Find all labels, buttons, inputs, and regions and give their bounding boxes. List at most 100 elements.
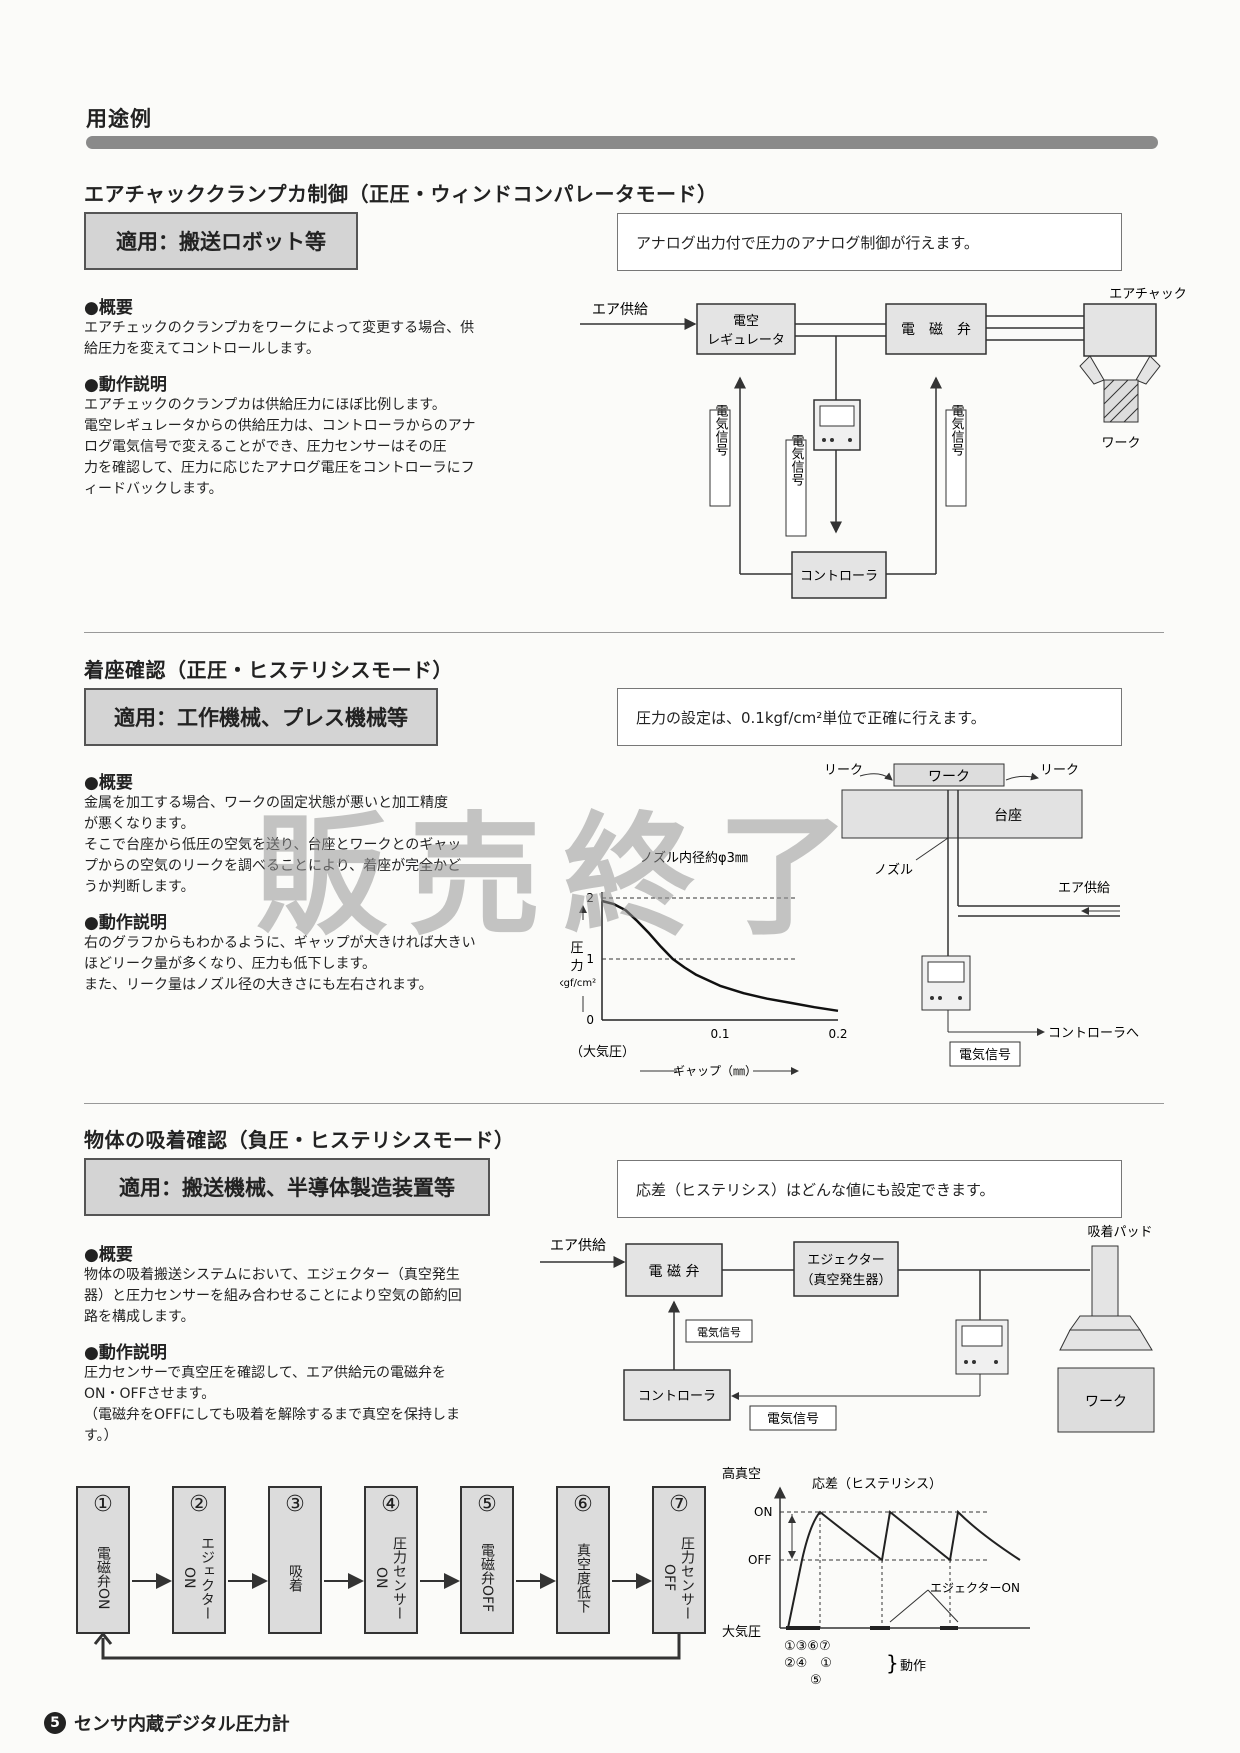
discontinued-watermark: 販売終了 — [255, 800, 871, 954]
section2-heading: 着座確認（正圧・ヒステリシスモード） — [84, 658, 453, 682]
flow-step: ⑦ 圧力センサーOFF — [652, 1486, 706, 1634]
signal-label: 電気信号 — [959, 1047, 1011, 1063]
flow-step-label: 電磁弁ON — [95, 1546, 111, 1610]
text-line: エアチェックのクランプカをワークによって変更する場合、供 — [84, 320, 475, 336]
title-rule — [86, 136, 1158, 149]
flow-step: ① 電磁弁ON — [76, 1486, 130, 1634]
brace: } — [886, 1651, 899, 1675]
text-line: エアチェックのクランプカは供給圧力にほぼ比例します。 — [84, 397, 446, 413]
flow-sequence: ① 電磁弁ON ② エジェクターON ③ 吸着 ④ 圧力センサーON ⑤ 電磁弁… — [76, 1486, 716, 1666]
ejector-label-1: エジェクター — [807, 1253, 884, 1268]
origin-note: （大気圧） — [570, 1044, 635, 1060]
signal-right-label: 電気信号 — [949, 404, 965, 456]
air-supply-label: エア供給 — [592, 302, 648, 318]
flow-step-label: 圧力センサーON — [373, 1536, 407, 1620]
controller-box — [791, 551, 887, 599]
text-line: プからの空気のリークを調べることにより、着座が完全かど — [84, 858, 462, 874]
flow-step: ④ 圧力センサーON — [364, 1486, 418, 1634]
pressure-curve — [601, 899, 839, 1013]
page-number-badge: 5 — [44, 1712, 66, 1734]
regulator-label-1: 電空 — [733, 314, 759, 329]
atmospheric-label: 大気圧 — [722, 1624, 761, 1640]
flow-step: ② エジェクターON — [172, 1486, 226, 1634]
flow-step: ⑤ 電磁弁OFF — [460, 1486, 514, 1634]
flow-step-number: ③ — [285, 1492, 305, 1517]
section1-note: アナログ出力付で圧力のアナログ制御が行えます。 — [617, 213, 1122, 271]
chuck-label: エアチャック — [1109, 287, 1187, 302]
section-divider — [84, 632, 1164, 633]
work-label: ワーク — [928, 769, 970, 785]
off-level-label: OFF — [748, 1553, 771, 1567]
vacuum-curve — [787, 1509, 1021, 1629]
chuck-body — [1083, 303, 1157, 357]
signal-up-box — [685, 1319, 753, 1343]
controller-box — [623, 1369, 731, 1421]
overview-title: ●概要 — [84, 773, 133, 793]
controller-label: コントローラ — [638, 1389, 716, 1404]
text-line: 路を構成します。 — [84, 1309, 195, 1325]
operation-text: エアチェックのクランプカは供給圧力にほぼ比例します。 電空レギュレータからの供給… — [84, 395, 514, 500]
signal-label-box-mid — [785, 439, 807, 537]
text-line: 器）と圧力センサーを組み合わせることにより空気の節約回 — [84, 1288, 462, 1304]
ejector-box — [793, 1241, 899, 1297]
section2-diagram: リーク ワーク リーク 台座 ノズル エア供給 コントローラへ 電気信号 — [824, 763, 1139, 1067]
action-label: 動作 — [900, 1659, 926, 1674]
signal-mid-label: 電気信号 — [789, 434, 805, 486]
operation-title: ●動作説明 — [84, 1343, 167, 1363]
work-label: ワーク — [1101, 436, 1140, 451]
pad-stem — [1091, 1245, 1119, 1317]
page-title: 用途例 — [86, 107, 152, 131]
signal-up-label: 電気信号 — [697, 1325, 741, 1339]
chart-series — [601, 899, 839, 1013]
section3-heading: 物体の吸着確認（負圧・ヒステリシスモード） — [84, 1128, 515, 1152]
overview-text: 金属を加工する場合、ワークの固定状態が悪いと加工精度 が悪くなります。 そこで台… — [84, 793, 514, 898]
vacuum-timing-chart: 高真空 応差（ヒステリシス） ON OFF エジェクターON 大気圧 ①③⑥⑦ … — [722, 1466, 1030, 1688]
high-vacuum-label: 高真空 — [722, 1466, 761, 1482]
section2-text: ●概要 金属を加工する場合、ワークの固定状態が悪いと加工精度 が悪くなります。 … — [84, 768, 514, 996]
signal-box — [949, 1041, 1021, 1067]
y-unit: kgf/cm² — [560, 978, 596, 989]
text-line: ON・OFFさせます。 — [84, 1386, 216, 1402]
work-plate — [893, 763, 1005, 787]
overview-text: 物体の吸着搬送システムにおいて、エジェクター（真空発生 器）と圧力センサーを組み… — [84, 1265, 514, 1328]
section2-note: 圧力の設定は、0.1kgf/cm²単位で正確に行えます。 — [617, 688, 1122, 746]
page-number: 5 — [50, 1715, 60, 1731]
text-line: ほどリーク量が多くなり、圧力も低下します。 — [84, 956, 377, 972]
to-controller-label: コントローラへ — [1048, 1026, 1139, 1041]
sequence-row-2: ②④ ① — [784, 1656, 832, 1671]
text-line: そこで台座から低圧の空気を送り、台座とワークとのギャッ — [84, 837, 462, 853]
text-line: 電空レギュレータからの供給圧力は、コントローラからのアナ — [84, 418, 476, 434]
text-line: 給圧力を変えてコントロールします。 — [84, 341, 320, 357]
flow-step-number: ② — [189, 1492, 209, 1517]
signal-left-label: 電気信号 — [713, 404, 729, 456]
text-line: うか判断します。 — [84, 879, 195, 895]
valve-label: 電 磁 弁 — [649, 1264, 700, 1280]
flow-step-number: ⑤ — [477, 1492, 497, 1517]
flow-step-label: 電磁弁OFF — [479, 1543, 495, 1613]
text-line: 右のグラフからもわかるように、ギャップが大きければ大きい — [84, 935, 476, 951]
operation-title: ●動作説明 — [84, 375, 167, 395]
text-line: また、リーク量はノズル径の大きさにも左右されます。 — [84, 977, 433, 993]
section3-application: 適用：搬送機械、半導体製造装置等 — [84, 1158, 490, 1216]
pad-skirt — [1059, 1329, 1153, 1351]
base-block — [841, 789, 1083, 839]
sensor-display — [927, 961, 965, 983]
work-block — [1057, 1367, 1155, 1433]
section1-text: ●概要 エアチェックのクランプカをワークによって変更する場合、供 給圧力を変えて… — [84, 293, 514, 500]
chart-title: ノズル内径約φ3㎜ — [640, 850, 748, 866]
chuck-jaw-right — [1135, 355, 1161, 385]
sensor-display — [961, 1325, 1003, 1347]
flow-step-label: エジェクターON — [181, 1536, 215, 1620]
overview-title: ●概要 — [84, 298, 133, 318]
overview-text: エアチェックのクランプカをワークによって変更する場合、供 給圧力を変えてコントロ… — [84, 318, 514, 360]
controller-label: コントローラ — [800, 569, 878, 584]
footer: 5 センサ内蔵デジタル圧力計 — [44, 1710, 290, 1736]
y-tick-label: 0 — [586, 1013, 594, 1027]
signal-bottom-box — [749, 1405, 837, 1431]
text-line: 圧力センサーで真空圧を確認して、エア供給元の電磁弁を — [84, 1365, 447, 1381]
section-divider — [84, 1103, 1164, 1104]
signal-label-box-right — [945, 409, 967, 507]
flow-step: ⑥ 真空度低下 — [556, 1486, 610, 1634]
